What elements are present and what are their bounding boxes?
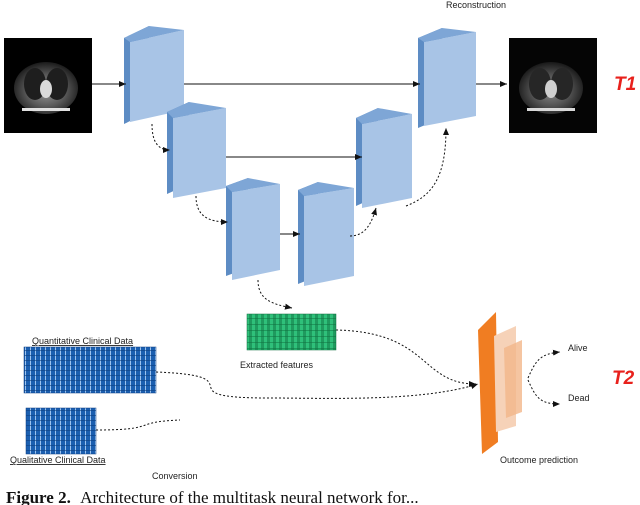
task-t1-label: T1 [614,74,636,95]
extracted-features-label: Extracted features [240,360,314,370]
block-dec-3 [418,28,476,128]
block-dec-1 [298,182,354,286]
ct-input-image [4,38,92,133]
pooling-arrows [95,123,479,431]
caption-text: Architecture of the multitask neural net… [80,488,418,505]
qualitative-clinical-data-grid [25,407,97,455]
caption-prefix: Figure 2. [6,488,71,505]
quantitative-clinical-data-label: Quantitative Clinical Data [32,336,133,346]
task-t2-label: T2 [612,368,635,389]
conversion-label: Conversion [152,471,198,481]
block-dec-2 [356,108,412,208]
outcome-arrows [527,349,561,407]
ct-output-image [509,38,597,133]
outcome-predictor [478,312,522,454]
figure-caption: Figure 2. Architecture of the multitask … [6,488,419,505]
alive-label: Alive [568,343,588,353]
block-enc-2 [167,102,226,198]
connections [92,81,507,237]
quantitative-clinical-data-grid [23,346,157,394]
outcome-prediction-label: Outcome prediction [500,455,578,465]
extracted-features-grid [246,313,337,351]
reconstruction-label: Reconstruction [446,0,506,10]
qualitative-clinical-data-label: Qualitative Clinical Data [10,455,106,465]
block-enc-1 [124,26,184,124]
dead-label: Dead [568,393,590,403]
block-enc-3 [226,178,280,280]
